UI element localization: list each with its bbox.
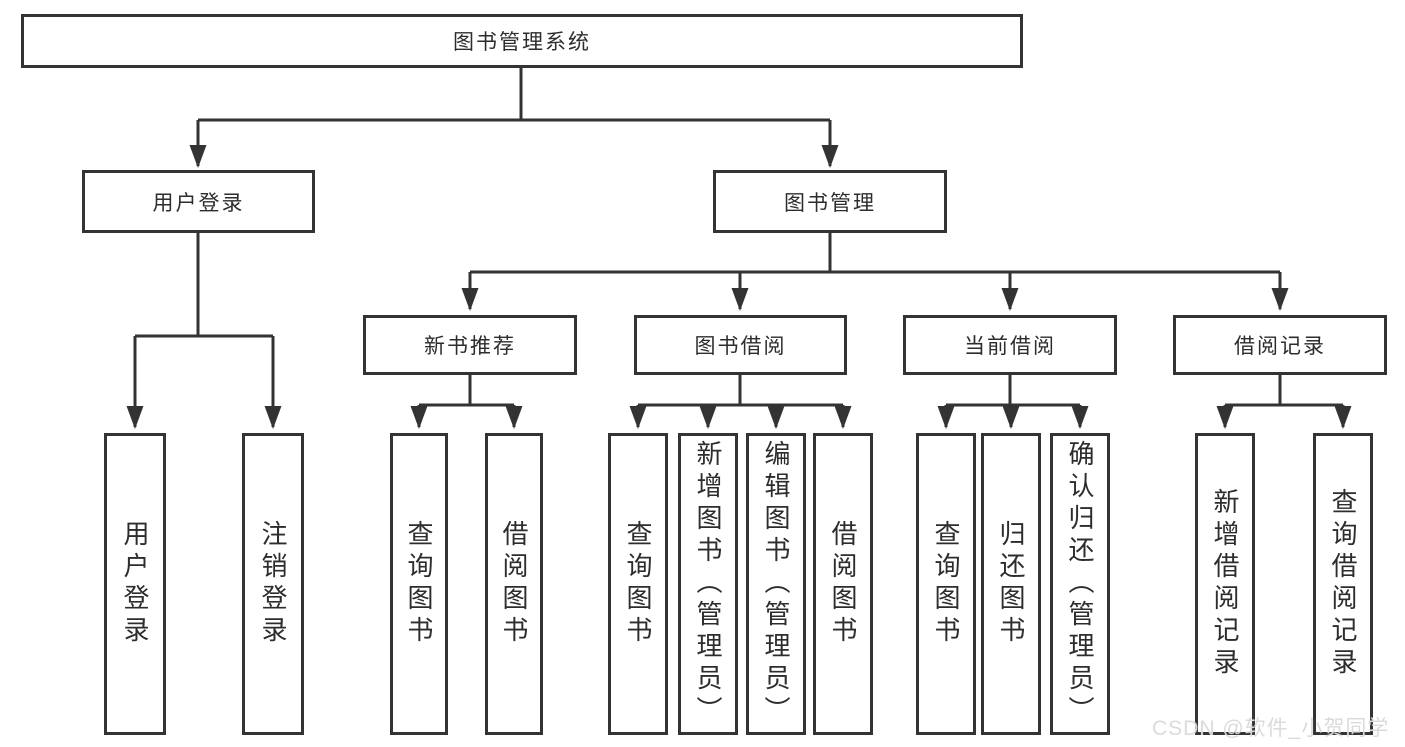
- leaf-logout: 注销登录: [242, 433, 304, 735]
- node-library-system: 图书管理系统: [21, 14, 1023, 68]
- leaf-edit-books-admin-label: 编辑图书（管理员）: [761, 440, 791, 728]
- node-library-system-label: 图书管理系统: [453, 31, 591, 54]
- leaf-add-borrow-record: 新增借阅记录: [1195, 433, 1255, 735]
- leaf-return-books-label: 归还图书: [996, 520, 1026, 648]
- node-book-management: 图书管理: [713, 170, 947, 233]
- node-book-management-label: 图书管理: [784, 191, 876, 215]
- leaf-query-books-3-label: 查询图书: [931, 520, 961, 648]
- leaf-logout-label: 注销登录: [258, 520, 288, 648]
- node-current-borrow-label: 当前借阅: [964, 335, 1056, 358]
- node-borrow-records-label: 借阅记录: [1234, 335, 1326, 358]
- leaf-query-borrow-record-label: 查询借阅记录: [1328, 488, 1358, 680]
- leaf-query-books-2-label: 查询图书: [623, 520, 653, 648]
- leaf-add-books-admin: 新增图书（管理员）: [678, 433, 738, 735]
- leaf-query-books-1: 查询图书: [390, 433, 448, 735]
- leaf-add-books-admin-label: 新增图书（管理员）: [693, 440, 723, 728]
- leaf-confirm-return-admin-label: 确认归还（管理员）: [1065, 440, 1095, 728]
- leaf-query-books-2: 查询图书: [608, 433, 668, 735]
- leaf-edit-books-admin: 编辑图书（管理员）: [746, 433, 806, 735]
- leaf-borrow-books-2: 借阅图书: [813, 433, 873, 735]
- watermark: CSDN @软件_小贺同学: [1152, 717, 1390, 740]
- leaf-query-books-3: 查询图书: [916, 433, 976, 735]
- leaf-borrow-books-1-label: 借阅图书: [499, 520, 529, 648]
- leaf-user-login: 用户登录: [104, 433, 166, 735]
- leaf-query-borrow-record: 查询借阅记录: [1313, 433, 1373, 735]
- leaf-user-login-label: 用户登录: [120, 520, 150, 648]
- leaf-borrow-books-2-label: 借阅图书: [828, 520, 858, 648]
- node-new-book-recommend: 新书推荐: [363, 315, 577, 375]
- leaf-borrow-books-1: 借阅图书: [485, 433, 543, 735]
- node-user-login-label: 用户登录: [152, 191, 245, 215]
- node-borrow-records: 借阅记录: [1173, 315, 1387, 375]
- node-user-login: 用户登录: [82, 170, 315, 233]
- leaf-add-borrow-record-label: 新增借阅记录: [1210, 488, 1240, 680]
- node-book-borrow: 图书借阅: [634, 315, 847, 375]
- node-new-book-recommend-label: 新书推荐: [424, 335, 516, 358]
- leaf-query-books-1-label: 查询图书: [404, 520, 434, 648]
- leaf-confirm-return-admin: 确认归还（管理员）: [1050, 433, 1110, 735]
- node-current-borrow: 当前借阅: [903, 315, 1117, 375]
- leaf-return-books: 归还图书: [981, 433, 1041, 735]
- node-book-borrow-label: 图书借阅: [694, 335, 787, 358]
